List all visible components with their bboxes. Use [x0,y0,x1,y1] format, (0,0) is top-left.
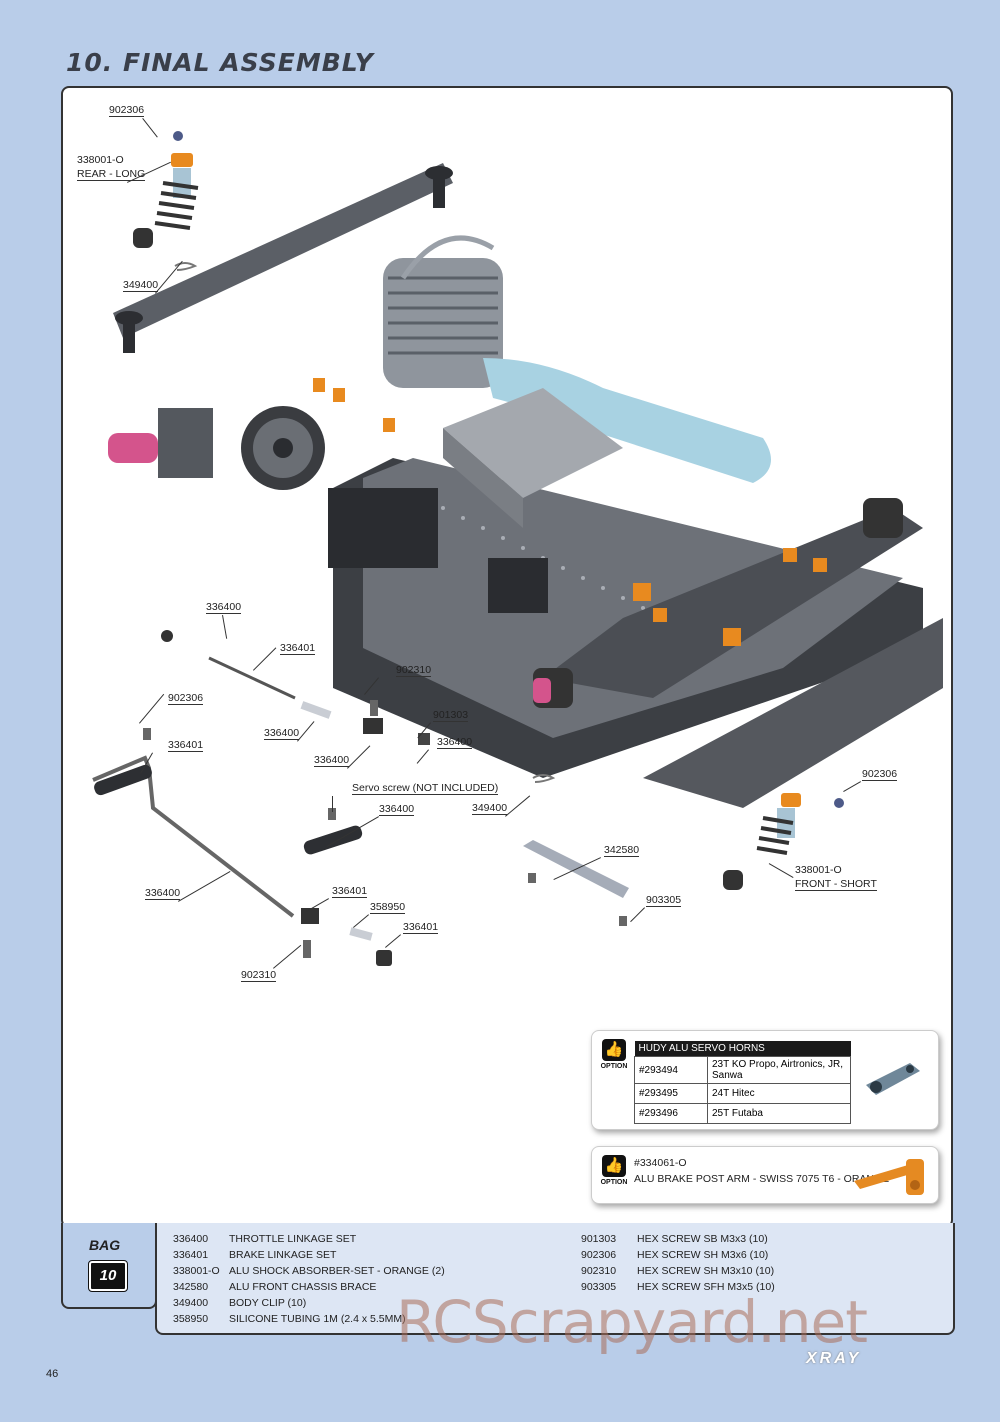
callout-label: 338001-O [77,154,124,166]
callout-label: REAR - LONG [77,168,146,181]
option-code: #334061-O [634,1157,687,1169]
option-description: ALU BRAKE POST ARM - SWISS 7075 T6 - ORA… [634,1173,890,1185]
callout-label: 349400 [472,802,508,815]
option-badge: 👍 OPTION [600,1155,628,1186]
callout-label: 349400 [123,279,159,292]
thumbs-up-icon: 👍 [602,1155,626,1177]
callout-label: 902310 [396,664,432,677]
thumbs-up-icon: 👍 [602,1039,626,1061]
option-badge: 👍 OPTION [600,1039,628,1070]
callout-label: 336400 [206,601,242,614]
brake-post-arm-image [854,1159,924,1195]
servo-horns-table: HUDY ALU SERVO HORNS #293494 23T KO Prop… [634,1041,851,1124]
option-servo-horns-box: 👍 OPTION HUDY ALU SERVO HORNS #293494 23… [591,1030,939,1130]
option-brake-post-box: 👍 OPTION #334061-O ALU BRAKE POST ARM - … [591,1146,939,1204]
table-row: #293494 23T KO Propo, Airtronics, JR, Sa… [634,1056,851,1084]
callout-label: 336400 [314,754,350,767]
servo-horn-image [866,1063,920,1095]
callout-label: 336400 [264,727,300,740]
table-row: #293495 24T Hitec [634,1083,851,1104]
callout-label: 902310 [241,969,277,982]
callout-label: 336401 [403,921,439,934]
callout-label: 336400 [145,887,181,900]
bag-badge: BAG 10 [61,1223,157,1309]
callout-label: 342580 [604,844,640,857]
callout-label: 903305 [646,894,682,907]
brand-logo: XRAY [806,1350,862,1367]
callout-label: 336401 [280,642,316,655]
watermark: RCScrapyard.net [396,1288,868,1356]
callout-label: 902306 [168,692,204,705]
callout-label: 902306 [109,104,145,117]
callout-label: 901303 [433,709,469,722]
table-row: #293496 25T Futaba [634,1103,851,1124]
callout-label: 336400 [379,803,415,816]
servo-horns-header: HUDY ALU SERVO HORNS [634,1041,851,1057]
callout-label: 902306 [862,768,898,781]
page-number: 46 [46,1368,59,1380]
callout-label: 336401 [332,885,368,898]
callout-label: 338001-O [795,864,842,876]
callout-label: 336400 [437,736,473,749]
callout-label: 358950 [370,901,406,914]
bag-number: 10 [88,1260,128,1292]
callout-label: 336401 [168,739,204,752]
assembly-diagram-panel: 902306 338001-O REAR - LONG 349400 33640… [61,86,953,1228]
chassis-illustration [92,131,943,966]
callout-label: Servo screw (NOT INCLUDED) [352,782,499,795]
page-title: 10. FINAL ASSEMBLY [66,48,374,77]
callout-label: FRONT - SHORT [795,878,877,891]
